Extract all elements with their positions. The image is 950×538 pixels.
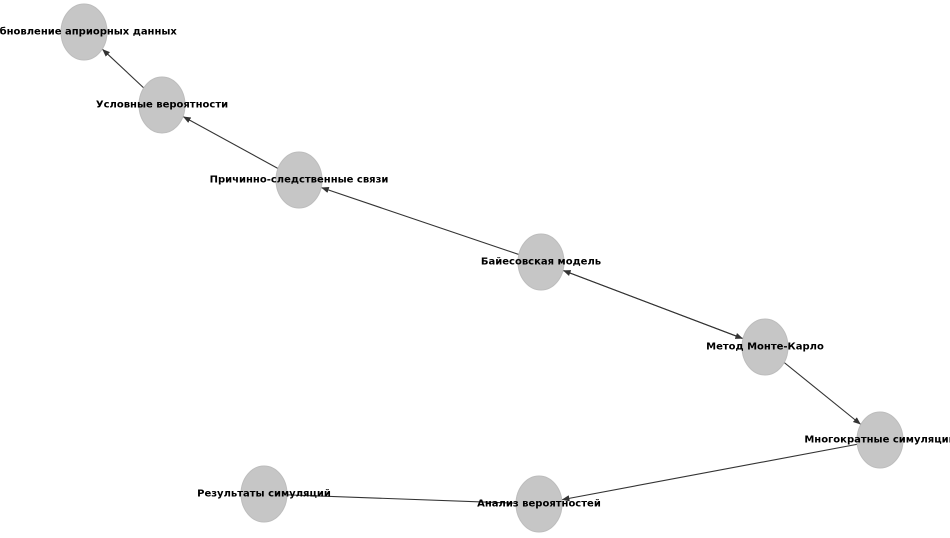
edge-bayes-to-causal — [320, 186, 542, 263]
node-causal[interactable]: Причинно-следственные связи — [210, 151, 389, 209]
edge-multi_sim-to-analysis — [561, 439, 881, 502]
edge-monte_carlo-to-bayes — [562, 269, 766, 348]
node-label: Метод Монте-Карло — [706, 342, 824, 353]
node-label: Результаты симуляций — [197, 489, 331, 500]
node-label: Обновление априорных данных — [0, 26, 177, 38]
node-monte_carlo[interactable]: Метод Монте-Карло — [706, 318, 824, 376]
node-label: Многократные симуляции — [804, 435, 950, 446]
node-circle[interactable] — [138, 76, 186, 134]
node-circle[interactable] — [60, 3, 108, 61]
node-circle[interactable] — [856, 411, 904, 469]
node-analysis[interactable]: Анализ вероятностей — [477, 475, 601, 533]
node-prior_update[interactable]: Обновление априорных данных — [0, 3, 177, 61]
node-circle[interactable] — [517, 233, 565, 291]
node-conditional[interactable]: Условные вероятности — [96, 76, 228, 134]
node-circle[interactable] — [741, 318, 789, 376]
node-circle[interactable] — [240, 465, 288, 523]
node-multi_sim[interactable]: Многократные симуляции — [804, 411, 950, 469]
node-circle[interactable] — [275, 151, 323, 209]
node-results[interactable]: Результаты симуляций — [197, 465, 331, 523]
edge-analysis-to-results — [263, 493, 540, 505]
node-label: Анализ вероятностей — [477, 499, 601, 510]
node-label: Байесовская модель — [481, 257, 601, 268]
node-label: Причинно-следственные связи — [210, 175, 389, 186]
node-label: Условные вероятности — [96, 100, 228, 111]
node-circle[interactable] — [515, 475, 563, 533]
node-bayes[interactable]: Байесовская модель — [481, 233, 601, 291]
